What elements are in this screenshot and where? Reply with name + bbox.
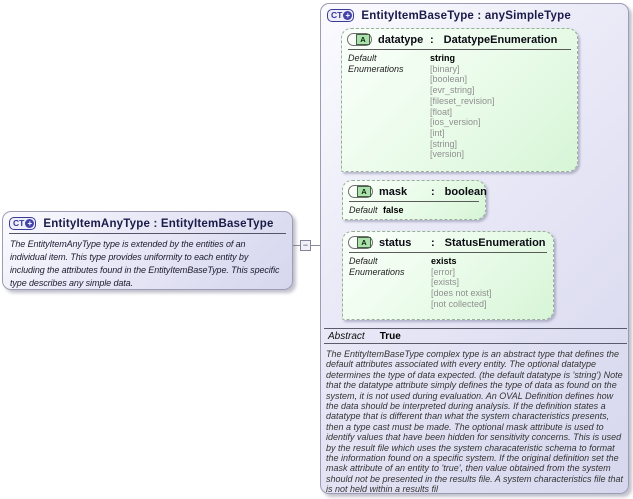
abstract-value: True	[379, 331, 401, 342]
plus-icon: +	[343, 11, 353, 20]
attribute-icon: A	[348, 185, 373, 198]
enum-value: [exists]	[431, 277, 460, 288]
attribute-icon-label: A	[356, 34, 370, 45]
attribute-name: status	[379, 236, 412, 249]
colon-separator: :	[430, 33, 434, 46]
type-annotation: The EntityItemAnyType type is extended b…	[10, 239, 280, 288]
attribute-box-mask[interactable]: A mask : boolean Default false	[342, 180, 487, 220]
type-documentation: The EntityItemBaseType complex type is a…	[326, 349, 623, 495]
enum-value: [binary]	[430, 63, 460, 74]
facet-default-value: exists	[431, 256, 457, 266]
facet-row-default: Default exists	[349, 256, 547, 267]
attribute-icon: A	[348, 236, 373, 249]
facet-label: Default	[349, 205, 378, 215]
enum-value: [not collected]	[431, 298, 487, 309]
complextype-box-entityitembasetype[interactable]: CT + EntityItemBaseType : anySimpleType …	[320, 3, 629, 494]
complextype-icon: CT +	[9, 217, 37, 230]
complextype-box-entityitemanytype[interactable]: CT + EntityItemAnyType : EntityItemBaseT…	[2, 211, 293, 290]
attribute-header: A datatype : DatatypeEnumeration	[342, 29, 577, 48]
attribute-icon-label: A	[357, 186, 371, 197]
complextype-icon: CT +	[327, 9, 355, 22]
attribute-box-status[interactable]: A status : StatusEnumeration Default exi…	[342, 231, 554, 320]
facet-label: Enumerations	[348, 63, 404, 74]
complextype-title: EntityItemBaseType : anySimpleType	[361, 9, 571, 22]
extension-connector-line	[293, 245, 341, 246]
complextype-title: EntityItemAnyType : EntityItemBaseType	[43, 217, 274, 230]
enum-value: [evr_string]	[430, 85, 475, 96]
facet-label: Default	[348, 53, 377, 63]
complextype-header: CT + EntityItemAnyType : EntityItemBaseT…	[3, 212, 292, 232]
facet-label: Enumerations	[349, 266, 405, 277]
attribute-type: StatusEnumeration	[444, 236, 546, 249]
facet-row-enumerations: Enumerations [error] [exists] [does not …	[349, 267, 547, 310]
enum-value: [fileset_revision]	[430, 95, 495, 106]
enum-value: [int]	[430, 127, 445, 138]
facet-row-enumerations: Enumerations [binary] [boolean] [evr_str…	[348, 64, 571, 160]
complextype-icon-label: CT	[331, 10, 343, 21]
abstract-facet: Abstract True	[324, 328, 627, 344]
attribute-separator	[349, 252, 547, 253]
enum-value: [error]	[431, 266, 456, 277]
attribute-type: boolean	[444, 185, 487, 198]
abstract-label: Abstract	[328, 331, 365, 342]
complextype-icon-label: CT	[13, 218, 25, 229]
facet-row-default: Default false	[349, 205, 479, 216]
attribute-box-datatype[interactable]: A datatype : DatatypeEnumeration Default…	[341, 28, 578, 172]
attribute-name: mask	[379, 185, 408, 198]
enum-value: [boolean]	[430, 74, 468, 85]
attribute-type: DatatypeEnumeration	[443, 33, 558, 46]
facet-default-value: string	[430, 53, 456, 63]
complextype-header: CT + EntityItemBaseType : anySimpleType	[321, 4, 628, 24]
facet-separator	[324, 328, 627, 329]
enum-value: [does not exist]	[431, 288, 492, 299]
attribute-separator	[348, 49, 571, 50]
enum-value: [ios_version]	[430, 117, 481, 128]
collapse-toggle[interactable]: −	[300, 240, 311, 251]
facet-label: Default	[349, 256, 378, 266]
facet-separator	[324, 343, 627, 344]
enum-value: [float]	[430, 106, 453, 117]
enum-value: [string]	[430, 138, 458, 149]
facet-default-value: false	[383, 205, 404, 215]
facet-row-default: Default string	[348, 53, 571, 64]
enum-value: [version]	[430, 149, 465, 160]
colon-separator: :	[431, 236, 435, 249]
attribute-icon: A	[347, 33, 372, 46]
colon-separator: :	[431, 185, 435, 198]
plus-icon: +	[25, 219, 35, 228]
attribute-header: A status : StatusEnumeration	[343, 232, 553, 251]
header-separator	[9, 233, 286, 234]
attribute-header: A mask : boolean	[343, 181, 487, 200]
attribute-icon-label: A	[357, 237, 371, 248]
attribute-name: datatype	[378, 33, 424, 46]
attribute-separator	[349, 201, 479, 202]
